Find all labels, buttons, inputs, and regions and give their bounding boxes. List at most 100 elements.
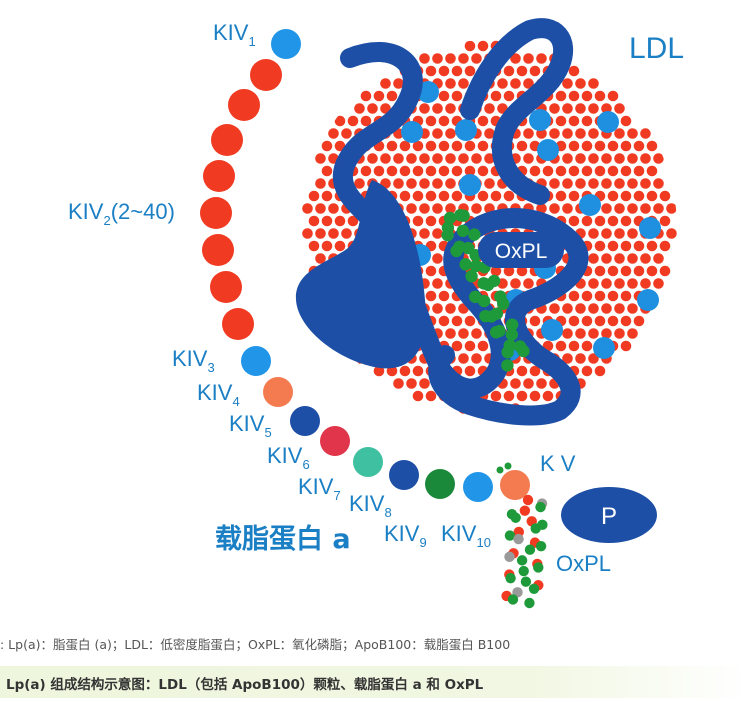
phospholipid-dot [451, 90, 463, 102]
phospholipid-dot [646, 265, 658, 277]
phospholipid-dot [607, 290, 619, 302]
phospholipid-dot [549, 178, 560, 189]
phospholipid-dot [562, 128, 573, 139]
kiv5-label-base: KIV [229, 411, 265, 436]
phospholipid-dot [412, 140, 424, 152]
kiv7-domain [353, 447, 383, 477]
phospholipid-dot [659, 265, 671, 277]
cholesterol-ester-dot [579, 194, 601, 216]
phospholipid-dot [484, 178, 495, 189]
kiv3-domain [241, 346, 271, 376]
phospholipid-dot [614, 203, 625, 214]
phospholipid-dot [464, 40, 476, 52]
oxpl-outer-bead [524, 544, 536, 555]
phospholipid-dot [341, 128, 352, 139]
phospholipid-dot [562, 178, 573, 189]
phospholipid-dot [497, 78, 508, 89]
phospholipid-dot [653, 253, 664, 264]
kiv4-label-base: KIV [197, 380, 233, 405]
kiv2-domain [228, 89, 260, 121]
oxpl-inner-bead [441, 228, 454, 242]
phospholipid-dot [425, 115, 437, 127]
phospholipid-dot [562, 303, 573, 314]
phospholipid-dot [627, 328, 638, 339]
phospholipid-dot [614, 103, 625, 114]
phospholipid-dot [581, 290, 593, 302]
phospholipid-dot [471, 328, 482, 339]
cholesterol-ester-dot [459, 174, 481, 196]
phospholipid-dot [464, 165, 476, 177]
phospholipid-dot [438, 115, 450, 127]
phospholipid-dot [503, 265, 515, 277]
phospholipid-dot [477, 115, 489, 127]
phospholipid-dot [536, 378, 547, 389]
phospholipid-dot [315, 203, 326, 214]
phospholipid-dot [653, 278, 664, 289]
phospholipid-dot [393, 78, 404, 89]
phospholipid-dot [601, 278, 612, 289]
phospholipid-dot [568, 290, 580, 302]
phospholipid-dot [627, 278, 638, 289]
phospholipid-dot [575, 178, 586, 189]
phospholipid-dot [627, 253, 638, 264]
oxpl-outer-bead [496, 466, 504, 474]
oxpl-outer-bead [505, 572, 516, 584]
phospholipid-dot [529, 315, 541, 327]
phospholipid-dot [432, 228, 443, 239]
phospholipid-dot [588, 178, 599, 189]
oxpl-inner-bead [469, 259, 483, 273]
phospholipid-dot [562, 328, 573, 339]
phospholipid-dot [425, 290, 437, 302]
oxpl-inner-bead [456, 224, 470, 238]
kiv1-label-base: KIV [213, 20, 249, 45]
phospholipid-dot [568, 115, 580, 127]
phospholipid-dot [510, 53, 521, 64]
oxpl-outer-bead [510, 512, 521, 523]
phospholipid-dot [477, 340, 489, 352]
phospholipid-dot [360, 115, 372, 127]
oxpl-outer-bead [530, 523, 541, 534]
phospholipid-dot [360, 90, 372, 102]
oxpl-inner-bead [501, 359, 514, 372]
phospholipid-dot [568, 190, 580, 202]
phospholipid-dot [653, 178, 664, 189]
phospholipid-dot [399, 365, 411, 377]
phospholipid-dot [516, 365, 528, 377]
phospholipid-dot [412, 190, 424, 202]
kiv2-label-sub: 2 [103, 213, 110, 228]
phospholipid-dot [464, 140, 476, 152]
phospholipid-dot [523, 128, 534, 139]
phospholipid-dot [601, 328, 612, 339]
phospholipid-dot [445, 203, 456, 214]
phospholipid-dot [386, 140, 398, 152]
kiv1-domain [271, 29, 301, 59]
phospholipid-dot [477, 140, 489, 152]
phospholipid-dot [529, 365, 541, 377]
phospholipid-dot [425, 190, 437, 202]
phospholipid-dot [451, 165, 463, 177]
phospholipid-dot [601, 203, 612, 214]
phospholipid-dot [620, 265, 632, 277]
phospholipid-dot [555, 90, 567, 102]
phospholipid-dot [588, 228, 599, 239]
phospholipid-dot [471, 353, 482, 364]
kiv7-label-base: KIV [298, 474, 334, 499]
phospholipid-dot [601, 153, 612, 164]
phospholipid-dot [659, 215, 671, 227]
phospholipid-dot [620, 315, 632, 327]
phospholipid-dot [458, 153, 469, 164]
kiv1-label: KIV1 [213, 20, 256, 49]
phospholipid-dot [445, 328, 456, 339]
phospholipid-dot [432, 303, 443, 314]
apolipoprotein-a-label: 载脂蛋白 a [215, 523, 351, 555]
phospholipid-dot [588, 253, 599, 264]
phospholipid-dot [633, 265, 645, 277]
oxpl-outer-bead [507, 594, 519, 605]
phospholipid-dot [601, 303, 612, 314]
phospholipid-dot [633, 190, 645, 202]
oxpl-outer-label: OxPL [556, 551, 611, 576]
phospholipid-dot [640, 153, 651, 164]
phospholipid-dot [451, 315, 463, 327]
phospholipid-dot [321, 215, 333, 227]
oxpl-inner-bead [490, 307, 504, 320]
